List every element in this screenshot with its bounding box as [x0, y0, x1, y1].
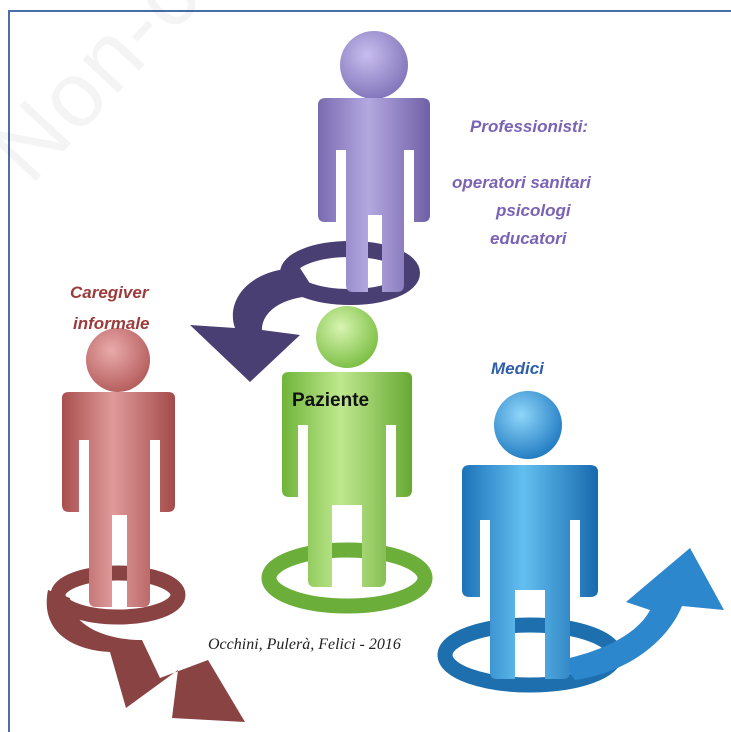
caregiver-label-line2: informale	[73, 314, 150, 333]
professionisti-item-operatori: operatori sanitari	[452, 173, 591, 192]
caregiver-arrow	[46, 565, 246, 722]
professionisti-item-psicologi: psicologi	[496, 201, 571, 220]
medici-label: Medici	[491, 359, 544, 378]
medici-arrow	[437, 548, 724, 693]
paziente-label: Paziente	[292, 390, 370, 411]
professionisti-figure	[318, 31, 430, 292]
paziente-figure	[282, 306, 412, 587]
paziente-ring	[261, 542, 433, 614]
frame-left-border	[8, 10, 10, 732]
professionisti-title: Professionisti:	[470, 117, 589, 136]
professionisti-arrow	[190, 241, 420, 382]
caregiver-label-line1: Caregiver	[70, 283, 149, 302]
caregiver-figure	[62, 328, 175, 607]
medici-figure	[462, 391, 598, 679]
frame-top-border	[8, 10, 731, 12]
professionisti-item-educatori: educatori	[490, 229, 567, 248]
credit-caption: Occhini, Pulerà, Felici - 2016	[208, 636, 401, 653]
